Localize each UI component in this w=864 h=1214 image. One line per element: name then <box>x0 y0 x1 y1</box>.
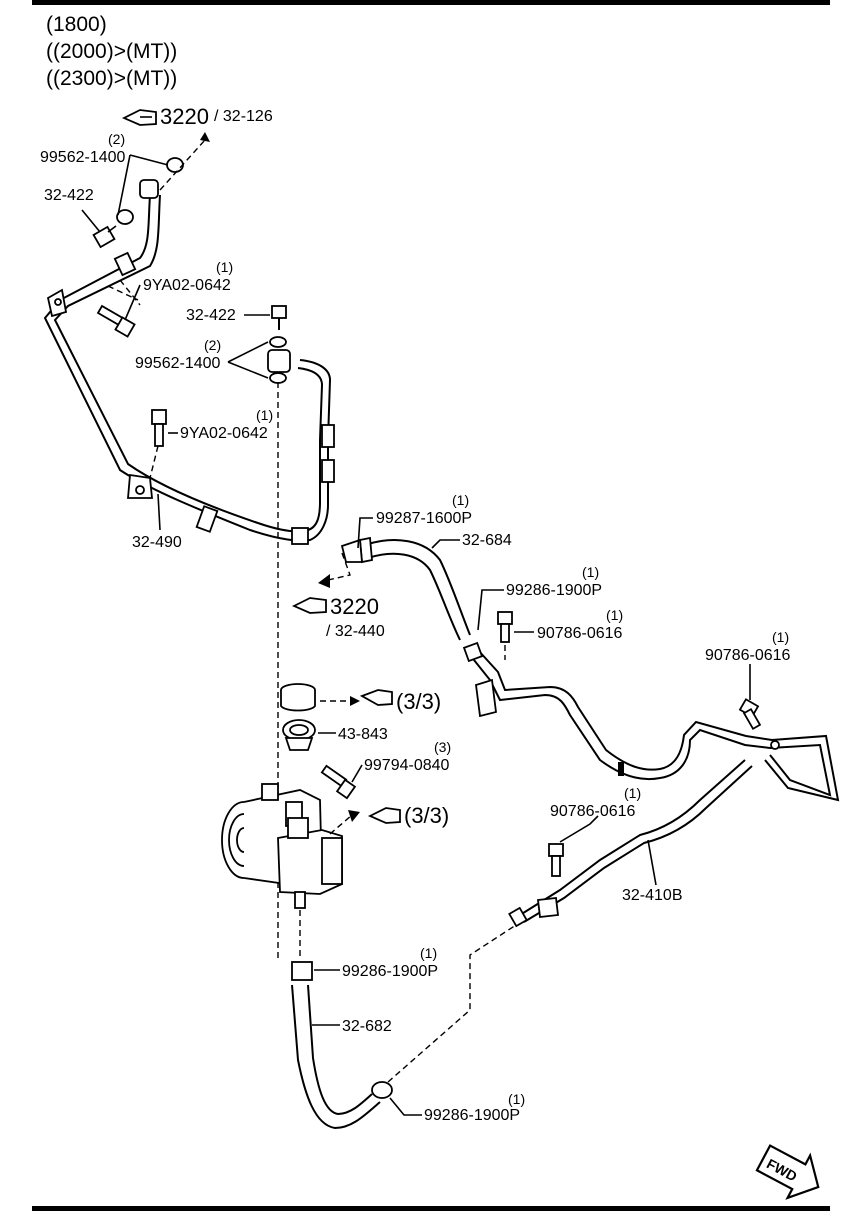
ref-3220-mid-number: 3220 <box>330 594 379 619</box>
part-qty-p14: (3) <box>434 739 451 755</box>
part-label-p10: 99286-1900P <box>506 582 602 599</box>
ref-3220-top-number: 3220 <box>160 104 209 129</box>
washer-mid-2 <box>269 372 287 384</box>
part-label-p7: 32-490 <box>132 534 182 551</box>
part-label-p19: 99286-1900P <box>424 1107 520 1124</box>
ref-3220-mid-sub: / 32-440 <box>326 623 385 640</box>
clamp-99286-1900p-mid <box>462 641 484 663</box>
ref-3220-top-sub: / 32-126 <box>214 108 273 125</box>
part-label-p15: 90786-0616 <box>550 803 636 820</box>
pressure-pipe-32-490 <box>43 179 335 545</box>
part-label-p16: 32-410B <box>622 887 683 904</box>
part-label-p9: 32-684 <box>462 532 512 549</box>
bolt-90786-0616-b <box>738 698 762 731</box>
seal-43-843 <box>282 719 316 751</box>
part-label-p4: 32-422 <box>186 307 236 324</box>
part-label-p17: 99286-1900P <box>342 963 438 980</box>
part-qty-p17: (1) <box>420 945 437 961</box>
reservoir-cap <box>280 683 316 712</box>
bolt-32-422-upper <box>92 225 117 249</box>
part-qty-p5: (2) <box>204 337 221 353</box>
part-label-p18: 32-682 <box>342 1018 392 1035</box>
ref-hand-icon-top <box>121 109 157 126</box>
part-label-p2: 32-422 <box>44 187 94 204</box>
part-qty-p6: (1) <box>256 407 273 423</box>
hose-32-682 <box>291 984 381 1130</box>
bolt-9ya02-0642-upper <box>96 304 136 338</box>
part-label-p14: 99794-0840 <box>364 757 450 774</box>
ref-hand-icon-mid <box>291 597 327 614</box>
bolt-99794-0840 <box>320 764 357 800</box>
model-line-1800: (1800) <box>46 13 107 36</box>
bolt-9ya02-0642-mid <box>151 409 167 447</box>
power-steering-pump <box>221 783 343 909</box>
bolt-90786-0616-c <box>548 843 564 877</box>
ref-33-b: (3/3) <box>404 803 449 828</box>
part-label-p6: 9YA02-0642 <box>180 425 268 442</box>
part-label-p5: 99562-1400 <box>135 355 221 372</box>
part-label-p13: 43-843 <box>338 726 388 743</box>
washer-mid-1 <box>269 336 287 348</box>
part-label-p11: 90786-0616 <box>537 625 623 642</box>
bottom-border <box>32 1206 830 1211</box>
part-qty-p19: (1) <box>508 1091 525 1107</box>
ref-33-a: (3/3) <box>396 689 441 714</box>
model-line-2000-mt: ((2000)>(MT)) <box>46 40 178 63</box>
part-qty-p10: (1) <box>582 564 599 580</box>
part-qty-p8: (1) <box>452 492 469 508</box>
part-qty-p11: (1) <box>606 607 623 623</box>
part-label-p1: 99562-1400 <box>40 149 126 166</box>
bolt-90786-0616-a <box>497 611 513 643</box>
part-label-p3: 9YA02-0642 <box>143 277 231 294</box>
return-pipe-32-410b <box>469 649 840 928</box>
ref-hand-icon-33a <box>359 689 393 706</box>
model-line-2300-mt: ((2300)>(MT)) <box>46 67 178 90</box>
clamp-99286-1900p-lower <box>371 1081 393 1099</box>
part-qty-p12: (1) <box>772 629 789 645</box>
part-qty-p15: (1) <box>624 785 641 801</box>
washer-upper-1 <box>166 157 184 173</box>
fwd-arrow-icon: FWD <box>755 1144 820 1200</box>
part-qty-p3: (1) <box>216 259 233 275</box>
hose-32-684 <box>340 536 471 641</box>
top-border <box>32 0 830 5</box>
part-label-p8: 99287-1600P <box>376 510 472 527</box>
part-label-p12: 90786-0616 <box>705 647 791 664</box>
ref-hand-icon-33b <box>367 807 401 824</box>
washer-upper-2 <box>116 209 134 225</box>
part-qty-p1: (2) <box>108 131 125 147</box>
bolt-32-422-mid <box>271 305 287 330</box>
clamp-99286-1900p-upper <box>291 961 313 981</box>
